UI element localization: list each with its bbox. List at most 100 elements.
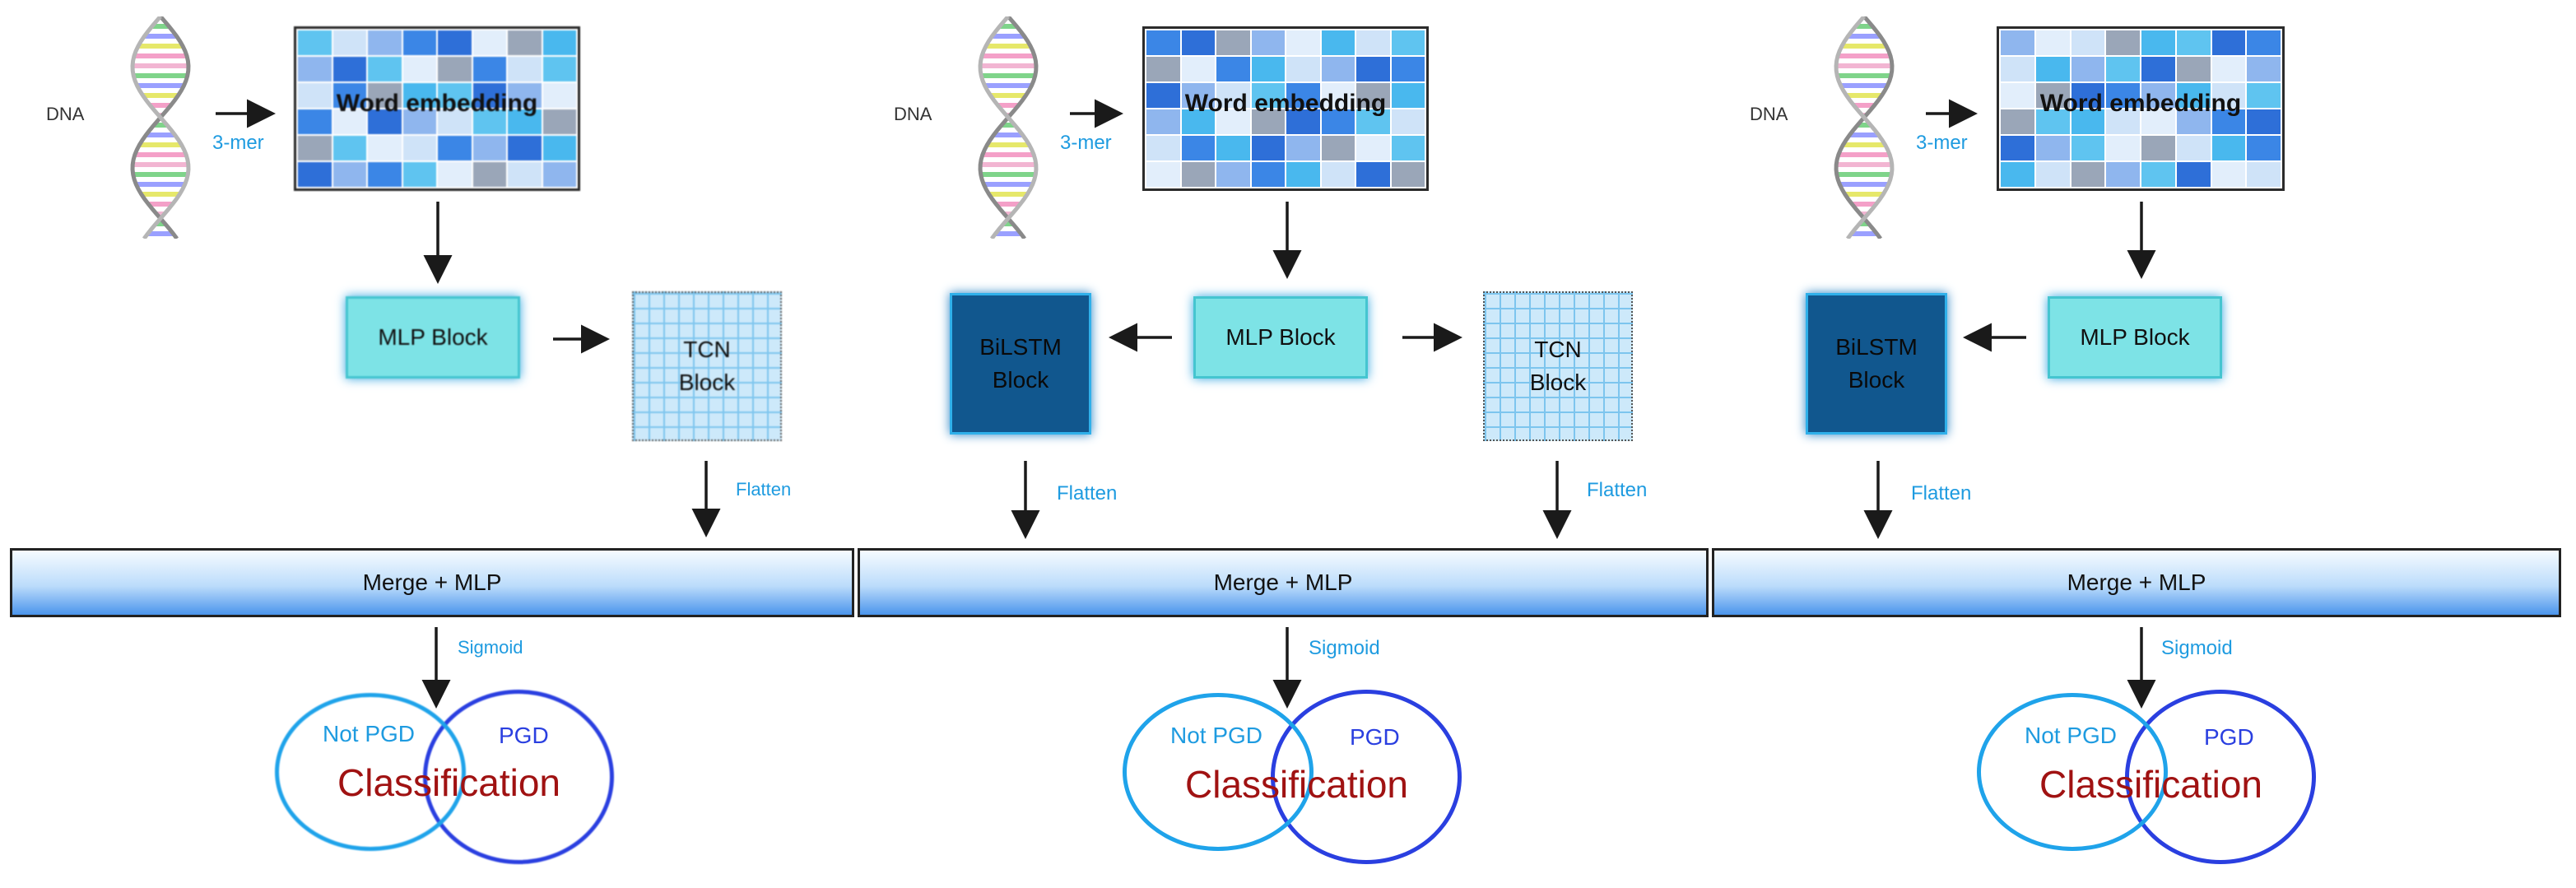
embedding-cell	[2071, 109, 2105, 134]
sigmoid-label: Sigmoid	[2161, 637, 2233, 659]
embedding-cell	[2001, 109, 2034, 134]
mlp-block-label: MLP Block	[378, 324, 488, 350]
embedding-cell	[2071, 136, 2105, 160]
embedding-cell	[2106, 83, 2140, 108]
merge-mlp-bar: Merge + MLP	[858, 548, 1709, 617]
embedding-cell	[1146, 162, 1180, 187]
embedding-cell	[2247, 30, 2281, 55]
embedding-cell	[1181, 83, 1215, 108]
sigmoid-label: Sigmoid	[458, 637, 523, 658]
merge-mlp-label: Merge + MLP	[362, 570, 502, 595]
embedding-cell	[542, 162, 576, 187]
embedding-cell	[2211, 136, 2246, 160]
embedding-cell	[1181, 30, 1215, 55]
classification-label: Classification	[1185, 763, 1408, 806]
not-pgd-circle	[1123, 693, 1314, 851]
embedding-cell	[402, 162, 436, 187]
embedding-cell	[1216, 136, 1250, 160]
embedding-cell	[2141, 83, 2175, 108]
embedding-cell	[2141, 136, 2175, 160]
embedding-cell	[1356, 83, 1390, 108]
embedding-cell	[298, 136, 332, 160]
merge-mlp-bar: Merge + MLP	[1712, 548, 2561, 617]
embedding-cell	[508, 136, 542, 160]
embedding-cell	[1321, 136, 1355, 160]
embedding-cell	[2106, 30, 2140, 55]
embedding-cell	[2071, 83, 2105, 108]
embedding-cell	[2035, 162, 2070, 187]
embedding-cell	[2035, 83, 2070, 108]
embedding-cell	[1146, 30, 1180, 55]
embedding-cell	[2071, 30, 2105, 55]
dna-strand	[1834, 16, 1895, 239]
embedding-cell	[2071, 162, 2105, 187]
dna-strand	[978, 16, 1039, 239]
mlp-block: MLP Block	[346, 296, 520, 379]
embedding-cell	[2176, 30, 2211, 55]
word-embedding-label: Word embedding	[1184, 90, 1387, 117]
embedding-cell	[1321, 30, 1355, 55]
embedding-cell	[2106, 57, 2140, 81]
not-pgd-label: Not PGD	[323, 721, 416, 746]
embedding-cell	[402, 30, 436, 55]
embedding-cell	[368, 30, 402, 55]
embedding-cell	[508, 83, 542, 108]
embedding-cell	[2211, 57, 2246, 81]
embedding-cell	[1286, 30, 1320, 55]
embedding-cell	[2001, 83, 2034, 108]
dna-helix-icon	[978, 16, 1039, 239]
sigmoid-label: Sigmoid	[1309, 637, 1380, 659]
embedding-cell	[472, 109, 506, 134]
pgd-label: PGD	[2204, 724, 2254, 750]
dna-label: DNA	[46, 104, 85, 124]
embedding-cell	[1216, 83, 1250, 108]
pgd-label: PGD	[499, 723, 549, 748]
embedding-cell	[438, 30, 472, 55]
embedding-cell	[402, 83, 436, 108]
embedding-cell	[1146, 83, 1180, 108]
tcn-block-label-line1: TCN	[1534, 337, 1582, 362]
merge-mlp-bar: Merge + MLP	[10, 548, 854, 617]
embedding-cell	[1391, 136, 1425, 160]
embedding-cell	[1251, 109, 1285, 134]
dna-strand	[978, 16, 1039, 239]
dna-strand	[130, 16, 191, 239]
bilstm-block-label-line1: BiLSTM	[979, 334, 1062, 360]
not-pgd-label: Not PGD	[1170, 723, 1263, 748]
bilstm-block-label-line2: Block	[992, 367, 1049, 393]
embedding-cell	[2141, 162, 2175, 187]
not-pgd-circle	[275, 693, 466, 851]
embedding-cell	[472, 162, 506, 187]
not-pgd-label: Not PGD	[2025, 723, 2118, 748]
embedding-cell	[542, 136, 576, 160]
embedding-cell	[1321, 83, 1355, 108]
merge-mlp-label: Merge + MLP	[1213, 570, 1353, 595]
embedding-cell	[2247, 109, 2281, 134]
tcn-block-label-line2: Block	[678, 370, 736, 395]
embedding-cell	[368, 57, 402, 81]
embedding-cell	[1216, 57, 1250, 81]
embedding-cell	[1216, 109, 1250, 134]
embedding-cell	[298, 83, 332, 108]
embedding-cell	[368, 136, 402, 160]
embedding-cell	[2001, 57, 2034, 81]
embedding-cell	[2176, 109, 2211, 134]
dna-strand	[1834, 16, 1895, 239]
embedding-cell	[542, 30, 576, 55]
embedding-cell	[2247, 57, 2281, 81]
embedding-cell	[1391, 162, 1425, 187]
embedding-cell	[1286, 136, 1320, 160]
embedding-cell	[2176, 136, 2211, 160]
dna-label: DNA	[1750, 104, 1788, 124]
embedding-cell	[402, 109, 436, 134]
embedding-cell	[2247, 162, 2281, 187]
embedding-cell	[1321, 162, 1355, 187]
embedding-cell	[332, 30, 366, 55]
embedding-cell	[2141, 109, 2175, 134]
bilstm-block: BiLSTM Block	[950, 293, 1091, 435]
embedding-cell	[1251, 57, 1285, 81]
kmer-label: 3-mer	[212, 132, 264, 154]
embedding-cell	[2035, 30, 2070, 55]
